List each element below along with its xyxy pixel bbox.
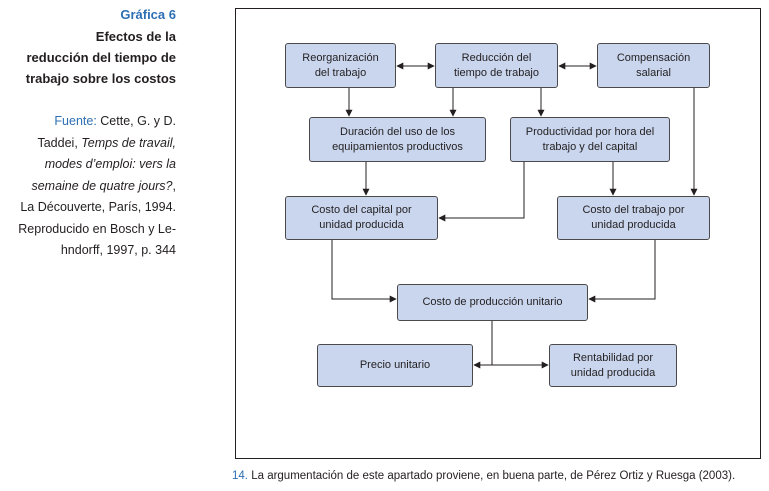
source-line-5: La Découverte, París, 1994. <box>20 200 176 214</box>
box-text: del trabajo <box>314 66 367 79</box>
box-text: Costo del capital por <box>311 204 412 216</box>
box-text: unidad producida <box>570 366 656 379</box>
source-line-4: semaine de quatre jours?, <box>0 176 176 198</box>
arrow-productividad-costo-capital <box>438 162 525 222</box>
box-costo-trabajo-unidad: Costo del trabajo por unidad producida <box>557 196 710 240</box>
box-costo-produccion-unitario: Costo de producción unitario <box>397 284 588 321</box>
box-text: Duración del uso de los <box>340 125 455 138</box>
box-precio-unitario: Precio unitario <box>317 344 473 387</box>
box-text: Precio unitario <box>359 359 431 371</box>
box-text: unidad producida <box>591 219 676 231</box>
box-text: Compensación <box>616 51 691 64</box>
box-compensacion-salarial: Compensación salarial <box>597 43 710 88</box>
source-line-6: Reproducido en Bosch y Le- <box>18 221 176 236</box>
source-line-3: modes d’emploi: vers la <box>0 154 176 176</box>
box-text: tiempo de trabajo <box>454 66 539 79</box>
box-text: Rentabilidad por <box>572 351 654 364</box>
source-text: Taddei, <box>37 135 82 150</box>
source-line-7: hndorff, 1997, p. 344 <box>60 243 176 257</box>
box-productividad-hora: Productividad por hora del trabajo y del … <box>510 117 670 162</box>
source-line-1: Fuente: Cette, G. y D. <box>0 111 176 133</box>
figure-caption: Gráfica 6 Efectos de la reducción del ti… <box>0 6 176 89</box>
source-text: Cette, G. y D. <box>100 114 176 128</box>
source-text: , <box>172 178 176 193</box>
footnote-number: 14. <box>232 470 248 482</box>
figure-title-line: trabajo sobre los costos <box>25 71 176 86</box>
source-book-title: semaine de quatre jours? <box>31 178 173 193</box>
source-book-title: modes d’emploi: vers la <box>44 157 176 171</box>
box-text: Reducción del <box>461 51 532 64</box>
box-text: Reorganización <box>302 51 379 64</box>
arrow-costo-capital-produccion <box>331 240 397 303</box>
box-reorganizacion-trabajo: Reorganización del trabajo <box>285 43 396 88</box>
source-label: Fuente: <box>54 114 97 128</box>
box-text: unidad producida <box>319 219 404 231</box>
box-text: Productividad por hora del <box>525 125 655 138</box>
box-text: equipamientos productivos <box>332 140 463 153</box>
source-line-2: Taddei, Temps de travail, <box>0 133 176 155</box>
box-duracion-uso-equipamientos: Duración del uso de los equipamientos pro… <box>309 117 486 162</box>
box-text: Costo de producción unitario <box>422 296 563 308</box>
box-reduccion-tiempo-trabajo: Reducción del tiempo de trabajo <box>435 43 558 88</box>
diagram-frame <box>235 8 761 459</box>
source-citation: Fuente: Cette, G. y D. Taddei, Temps de … <box>0 111 176 262</box>
figure-title-line: reducción del tiempo de <box>26 50 176 65</box>
source-book-title: Temps de travail, <box>81 135 176 150</box>
box-text: trabajo y del capital <box>542 140 638 153</box>
footnote: 14. La argumentación de este apartado pr… <box>232 470 735 482</box>
box-costo-capital-unidad: Costo del capital por unidad producida <box>285 196 438 240</box>
figure-label: Gráfica 6 <box>120 7 176 22</box>
box-rentabilidad-unidad: Rentabilidad por unidad producida <box>549 344 677 387</box>
footnote-text: La argumentación de este apartado provie… <box>251 470 736 482</box>
figure-title: Efectos de la reducción del tiempo de tr… <box>0 26 176 89</box>
box-text: Costo del trabajo por <box>582 204 685 216</box>
figure-title-line: Efectos de la <box>95 29 176 44</box>
arrow-costo-trabajo-produccion <box>588 240 656 303</box>
box-text: salarial <box>636 66 671 79</box>
